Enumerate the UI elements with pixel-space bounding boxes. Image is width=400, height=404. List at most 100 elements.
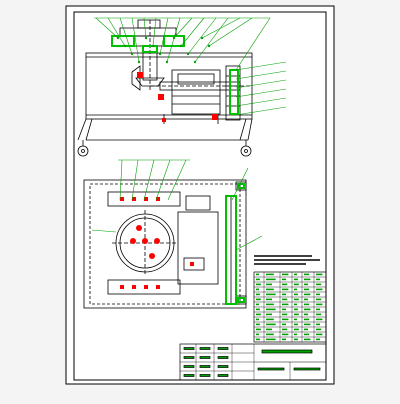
parts-list-cell-text — [294, 308, 298, 311]
red-marker — [132, 285, 136, 289]
parts-list-cell-text — [304, 278, 311, 281]
leader-dot — [207, 44, 211, 48]
title-block-cell-text — [183, 374, 195, 377]
parts-list-cell-text — [316, 283, 322, 286]
parts-list-cell-text — [282, 288, 289, 291]
red-marker — [120, 197, 124, 201]
highlight-left-bracket — [111, 35, 135, 47]
leader-line — [194, 17, 229, 63]
leader-line — [143, 159, 155, 201]
leader-dot — [123, 44, 127, 48]
leader-line — [107, 17, 126, 47]
red-marker — [212, 114, 218, 120]
parts-list-cell-text — [294, 338, 298, 341]
pulley-stack — [225, 65, 241, 121]
parts-list-cell-text — [316, 293, 320, 296]
red-marker — [154, 238, 160, 244]
parts-list-cell-text — [256, 318, 259, 321]
parts-list-cell-text — [316, 278, 320, 281]
parts-list-cell-text — [316, 308, 320, 311]
plan-motor-block — [177, 211, 219, 285]
caster-hub-left — [81, 149, 85, 153]
parts-list-cell-text — [266, 293, 276, 296]
parts-list-cell-text — [294, 318, 297, 321]
plan-motor-box — [183, 257, 205, 271]
parts-list-cell-text — [256, 323, 260, 326]
parts-list-cell-text — [266, 308, 276, 311]
parts-list-cell-text — [304, 308, 311, 311]
leader-line — [119, 159, 123, 201]
leader-line — [235, 106, 287, 116]
leader-line — [201, 17, 241, 39]
title-block — [179, 343, 327, 381]
leader-dot — [179, 44, 183, 48]
parts-list-cell-text — [282, 323, 286, 326]
leader-dot — [165, 60, 169, 64]
front-red-markers — [137, 72, 218, 122]
parts-list-cell-text — [316, 323, 320, 326]
title-block-cell-text — [293, 367, 321, 371]
parts-list-cell-text — [304, 328, 308, 331]
parts-list-cell-text — [304, 298, 308, 301]
plan-bottom-rack — [107, 279, 181, 295]
parts-list-cell-text — [294, 333, 297, 336]
parts-list-cell-text — [282, 333, 289, 336]
parts-list-cell-text — [316, 318, 323, 321]
technical-notes — [254, 255, 320, 265]
parts-list-cell-text — [316, 333, 323, 336]
leader-dot — [130, 52, 134, 56]
parts-list-cell-text — [294, 303, 297, 306]
parts-list-cell-text — [266, 288, 274, 291]
red-marker — [156, 197, 160, 201]
parts-list-cell-text — [282, 313, 288, 316]
parts-list-table — [253, 271, 327, 343]
parts-list-cell-text — [256, 333, 259, 336]
parts-list-cell-text — [294, 328, 299, 331]
leg-right-inner — [239, 118, 247, 141]
parts-list-cell-text — [266, 298, 272, 301]
red-marker — [144, 197, 148, 201]
red-marker — [158, 94, 164, 100]
leader-dot — [137, 60, 141, 64]
parts-list-cell-text — [282, 273, 289, 276]
title-block-cell-text — [183, 365, 195, 368]
leader-line — [235, 61, 287, 71]
plan-frame-outline — [83, 179, 247, 309]
parts-list-cell-text — [294, 278, 298, 281]
leader-line — [173, 17, 193, 39]
plan-red-markers — [120, 197, 194, 289]
motor-body — [171, 69, 221, 115]
title-block-cell-text — [217, 374, 229, 377]
parts-list-cell-text — [304, 293, 311, 296]
title-block-cell-text — [217, 356, 229, 359]
title-block-cell-text — [183, 347, 195, 350]
red-marker — [142, 238, 148, 244]
parts-list-cell-text — [266, 323, 276, 326]
parts-list-cell-text — [266, 318, 274, 321]
parts-list-cell-text — [266, 313, 272, 316]
parts-list-cell-text — [256, 298, 261, 301]
leader-line — [235, 17, 271, 71]
leader-line — [159, 17, 169, 55]
parts-list-cell-text — [282, 328, 288, 331]
sheet-outer-border — [65, 5, 335, 385]
parts-list-cell-text — [256, 313, 261, 316]
plan-inner-outline — [89, 183, 241, 305]
leader-line — [235, 97, 287, 107]
leader-dot — [116, 36, 120, 40]
parts-list-cell-text — [294, 293, 298, 296]
parts-list-cell-text — [304, 283, 308, 286]
parts-list-cell-text — [256, 283, 261, 286]
leader-line — [119, 17, 133, 55]
leader-line — [131, 159, 139, 201]
parts-list-cell-text — [266, 338, 276, 341]
parts-list-cell-text — [266, 303, 274, 306]
leg-right-outer — [247, 118, 253, 141]
parts-list-cell-text — [256, 273, 259, 276]
parts-list-cell-text — [282, 338, 286, 341]
parts-list-cell-text — [304, 303, 310, 306]
highlight-pulley — [229, 69, 239, 115]
parts-list-cell-text — [282, 308, 286, 311]
leader-line — [95, 17, 119, 39]
